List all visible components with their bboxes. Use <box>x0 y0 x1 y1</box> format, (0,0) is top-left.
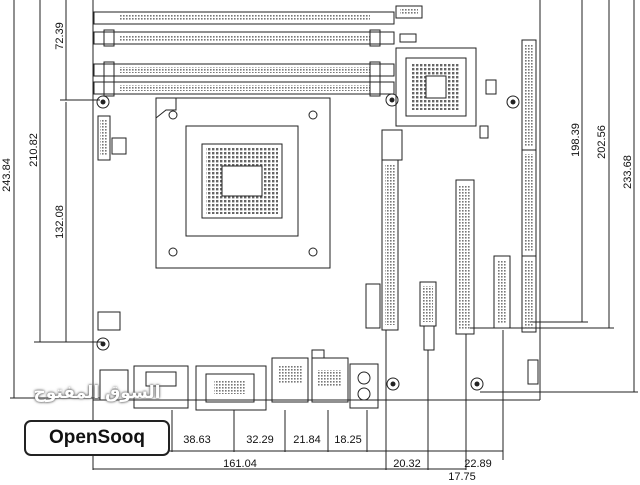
dim-bottom-20: 20.32 <box>393 458 421 470</box>
dim-bottom-22: 22.89 <box>464 458 492 470</box>
board-outline <box>92 0 541 401</box>
dim-left-243: 243.84 <box>1 158 13 192</box>
watermark-arabic: السوق المفتوح <box>33 383 161 403</box>
memory-slots <box>93 11 395 97</box>
dim-left-132: 132.08 <box>54 205 66 239</box>
rear-io-ports <box>99 349 379 411</box>
chipset <box>395 47 477 127</box>
top-header <box>395 5 423 43</box>
right-edge-connectors <box>479 39 539 385</box>
mount-hole <box>385 93 399 107</box>
dim-left-72: 72.39 <box>54 22 66 50</box>
dim-bottom-38: 38.63 <box>183 434 211 446</box>
expansion-slots <box>365 129 511 351</box>
dim-right-202: 202.56 <box>596 125 608 159</box>
opensooq-logo-badge: OpenSooq <box>24 420 170 456</box>
dim-bottom-21: 21.84 <box>293 434 321 446</box>
dim-right-198: 198.39 <box>570 123 582 157</box>
dim-bottom-18: 18.25 <box>334 434 362 446</box>
opensooq-logo-text: OpenSooq <box>48 427 146 448</box>
dim-bottom-161: 161.04 <box>223 458 257 470</box>
dim-bottom-17: 17.75 <box>448 471 476 480</box>
dim-right-233: 233.68 <box>622 155 634 189</box>
dim-bottom-32: 32.29 <box>246 434 274 446</box>
right-dimension-lines <box>470 0 638 393</box>
dim-left-210: 210.82 <box>28 133 40 167</box>
left-dimension-lines <box>10 0 102 399</box>
cpu-socket <box>155 97 331 269</box>
left-connectors <box>97 115 127 331</box>
